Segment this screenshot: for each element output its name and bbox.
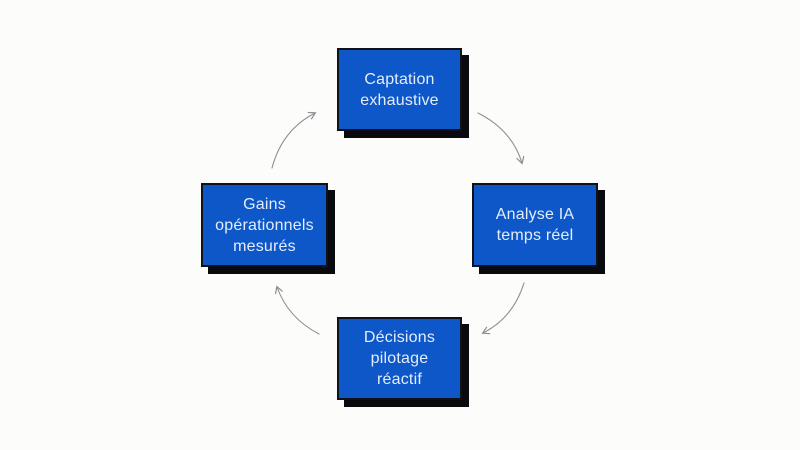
node-analyse-ia-temps-reel: Analyse IA temps réel (472, 183, 598, 267)
node-label-line: opérationnels (215, 216, 314, 234)
node-label-line: Gains (243, 195, 286, 213)
node-label-line: exhaustive (360, 91, 439, 109)
node-decisions-pilotage-reactif: Décisions pilotage réactif (337, 317, 462, 400)
arrow-decisions-to-gains (274, 285, 320, 335)
node-captation-exhaustive: Captation exhaustive (337, 48, 462, 131)
node-label-line: Décisions (363, 329, 436, 346)
node-label-line: pilotage (370, 350, 429, 367)
node-label-line: Captation (364, 70, 435, 88)
node-label-line: temps réel (496, 227, 574, 244)
arrow-gains-to-captation (271, 111, 317, 169)
node-label-line: réactif (377, 371, 422, 388)
node-label-line: Analyse IA (495, 206, 575, 223)
arrow-analyse-to-decisions (481, 282, 525, 335)
node-label-line: mesurés (233, 237, 296, 255)
arrow-captation-to-analyse (477, 112, 525, 165)
node-gains-operationnels-mesures: Gains opérationnels mesurés (201, 183, 328, 267)
